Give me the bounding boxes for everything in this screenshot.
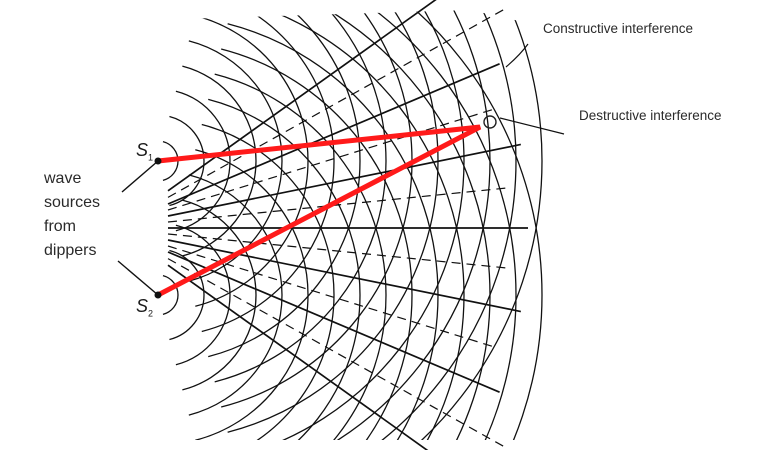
caption-line: dippers [44, 242, 97, 259]
wavefront-arc [182, 65, 257, 257]
wavefront-arc [253, 10, 543, 440]
source-letter: S [136, 296, 149, 316]
source-label-s1: S1 [136, 140, 153, 163]
source-letter: S [136, 140, 149, 160]
antinodal-line [167, 0, 437, 192]
path-difference-triangle [156, 124, 482, 298]
wavefront-arcs [162, 10, 543, 440]
wavefront-arc [221, 48, 413, 440]
wavefront-arc [175, 224, 231, 366]
leader-line-constructive [505, 43, 529, 68]
wavefront-arc [227, 23, 439, 440]
wavefront-arc [233, 10, 465, 440]
caption-line: wave [44, 170, 82, 187]
wavefront-arc [208, 10, 361, 358]
constructive-interference-label: Constructive interference [543, 21, 694, 36]
wavefront-arc [246, 10, 517, 440]
wavefront-arc [201, 10, 335, 333]
caption-line: from [44, 218, 76, 235]
antinodal-line [167, 63, 500, 205]
wavefront-arc [214, 73, 387, 440]
source-label-s2: S2 [136, 296, 153, 319]
wavefront-arc [195, 149, 309, 440]
red-path-lines [156, 124, 482, 298]
wavefront-arc [175, 90, 231, 232]
antinodal-line [167, 251, 500, 393]
nodal-line [167, 6, 509, 198]
destructive-point-marker [483, 115, 497, 129]
wavefront-arc [162, 274, 179, 316]
nodal-line [167, 233, 507, 269]
wavefront-arc [169, 249, 205, 341]
nodal-line [167, 258, 509, 450]
wavefront-arc [208, 98, 361, 440]
caption-line: sources [44, 194, 101, 211]
nodal-lines [167, 6, 509, 450]
source-subscript: 2 [148, 308, 154, 319]
destructive-interference-label: Destructive interference [579, 108, 722, 123]
leader-lines [117, 43, 565, 296]
wavefront-arc [240, 10, 491, 440]
wavefront-arc [188, 174, 283, 416]
wavefront-arc [233, 10, 465, 440]
wavefront-arc [214, 10, 387, 383]
source-dot-s2 [154, 291, 162, 299]
wavefront-arc [253, 10, 543, 440]
wavefront-arc [169, 115, 205, 207]
wavefront-arc [201, 123, 335, 440]
antinodal-line [167, 264, 429, 450]
leader-line-destructive [499, 117, 565, 135]
wavefront-arc [221, 10, 413, 408]
leader-line-s2 [117, 260, 159, 296]
antinodal-lines [167, 0, 528, 450]
nodal-line [167, 187, 507, 223]
nodal-line [167, 245, 493, 348]
source-dot-s1 [154, 157, 162, 165]
wavefront-arc [182, 199, 257, 391]
wave-sources-caption: wave sources from dippers [44, 167, 124, 263]
antinodal-line [167, 239, 521, 313]
nodal-line [167, 108, 493, 211]
wavefront-arc [195, 15, 309, 307]
leader-line-s1 [121, 160, 159, 193]
wavefront-arc [188, 40, 283, 282]
antinodal-line [167, 143, 521, 217]
source-subscript: 1 [148, 152, 154, 163]
